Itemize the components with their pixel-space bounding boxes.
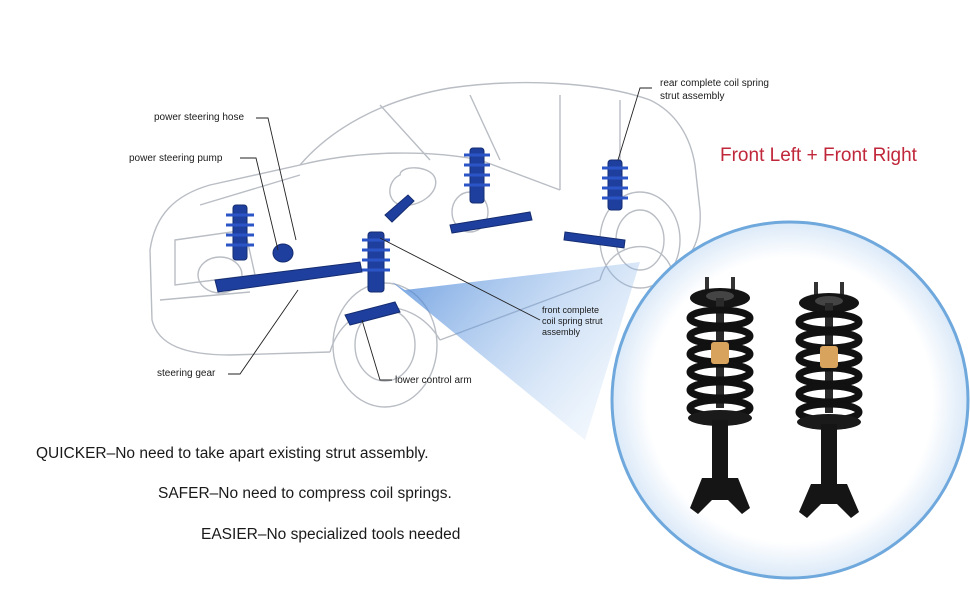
label-front-strut-line2: coil spring strut — [542, 316, 603, 326]
benefit-easier: EASIER–No specialized tools needed — [201, 526, 461, 543]
suspension-parts — [214, 147, 628, 326]
label-lower-control-arm: lower control arm — [395, 375, 472, 386]
headline-front-left-right: Front Left + Front Right — [720, 145, 917, 166]
label-steering-gear: steering gear — [157, 368, 216, 379]
magnifier-beam — [392, 262, 640, 440]
benefit-quicker: QUICKER–No need to take apart existing s… — [36, 445, 429, 462]
benefit-safer: SAFER–No need to compress coil springs. — [158, 485, 452, 502]
label-power-steering-pump: power steering pump — [129, 153, 223, 164]
label-power-steering-hose: power steering hose — [154, 112, 245, 123]
label-rear-strut-line1: rear complete coil spring — [660, 78, 769, 89]
magnifier-lens — [610, 220, 970, 580]
label-rear-strut-line2: strut assembly — [660, 91, 725, 102]
label-front-strut-line3: assembly — [542, 327, 581, 337]
label-front-strut-line1: front complete — [542, 305, 600, 315]
callout-lines — [228, 87, 652, 381]
strut-assembly-right — [795, 282, 863, 518]
strut-assembly-left — [686, 277, 754, 514]
